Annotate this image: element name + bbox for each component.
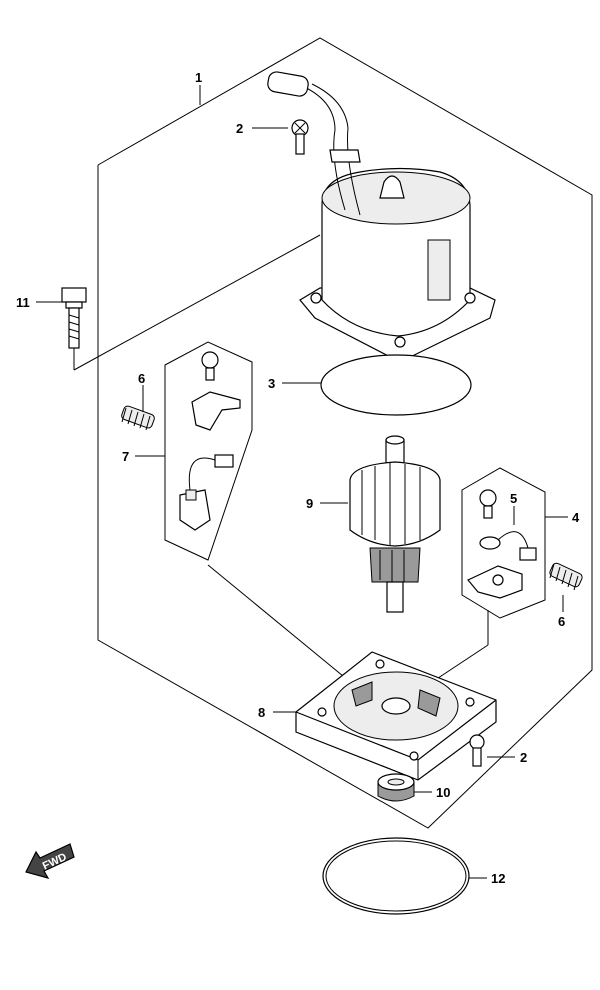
bushing-10	[377, 773, 415, 802]
callout-12: 12	[491, 871, 505, 886]
callout-7: 7	[122, 449, 129, 464]
callout-8: 8	[258, 705, 265, 720]
callout-2-bottom: 2	[520, 750, 527, 765]
brush-holder-box-7	[164, 341, 253, 561]
callout-4: 4	[572, 510, 580, 525]
motor-housing	[267, 71, 496, 363]
callout-3: 3	[268, 376, 275, 391]
callout-9: 9	[306, 496, 313, 511]
spring-left	[121, 405, 155, 431]
fwd-arrow-icon: FWD	[25, 843, 75, 879]
callouts: 1 2 3 6 7 9 11 5 4 6 8 2 10 12	[16, 70, 580, 886]
o-ring-12	[322, 837, 470, 915]
screw-bottom	[469, 734, 485, 767]
assembly-boundary	[73, 37, 593, 829]
callout-2-top: 2	[236, 121, 243, 136]
fwd-label: FWD	[41, 851, 69, 872]
bolt-11	[61, 287, 87, 349]
callout-6-right: 6	[558, 614, 565, 629]
brush-holder-box-4	[461, 467, 546, 619]
callout-10: 10	[436, 785, 450, 800]
armature-9	[349, 435, 441, 613]
callout-5: 5	[510, 491, 517, 506]
callout-6-left: 6	[138, 371, 145, 386]
screw-top	[291, 119, 309, 155]
spring-right	[549, 562, 583, 591]
leader-lines	[36, 85, 568, 879]
o-ring-3	[320, 354, 472, 416]
callout-11: 11	[16, 295, 30, 310]
end-frame-8	[295, 651, 497, 781]
callout-1: 1	[195, 70, 202, 85]
